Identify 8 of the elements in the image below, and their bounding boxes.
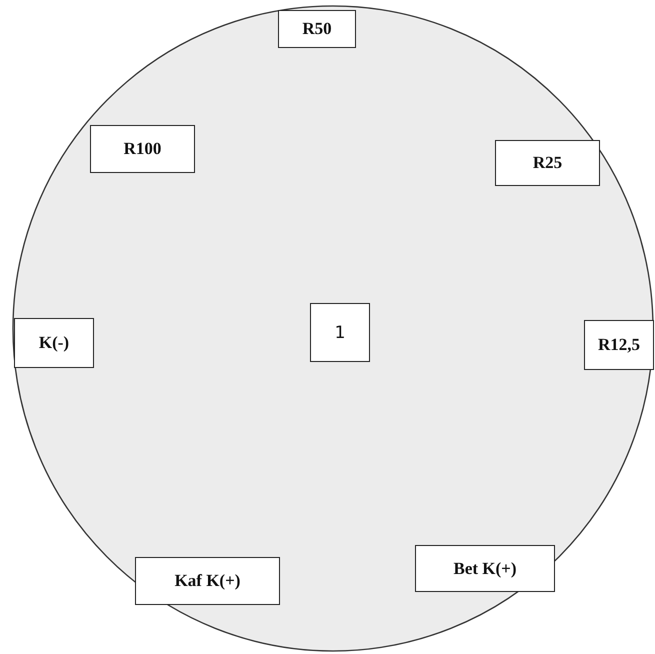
sample-label: R50 (278, 10, 356, 48)
sample-label: 1 (310, 303, 370, 362)
sample-label: R25 (495, 140, 600, 186)
sample-label: R12,5 (584, 320, 654, 370)
sample-label: K(-) (14, 318, 94, 368)
sample-label: Bet K(+) (415, 545, 555, 592)
sample-label: R100 (90, 125, 195, 173)
sample-label: Kaf K(+) (135, 557, 280, 605)
